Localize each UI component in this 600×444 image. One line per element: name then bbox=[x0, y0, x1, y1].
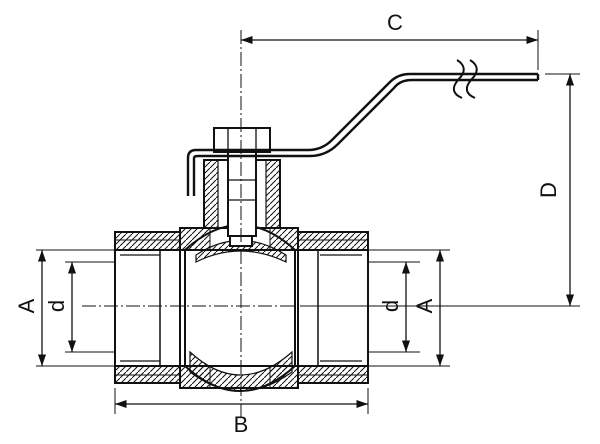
dimension-label-A-left: A bbox=[14, 298, 39, 313]
stem-assembly bbox=[203, 127, 281, 247]
dimension-label-A-right: A bbox=[412, 298, 437, 313]
dimension-label-B: B bbox=[234, 412, 249, 437]
body-section-hatching bbox=[114, 227, 369, 389]
extension-lines bbox=[36, 30, 580, 414]
dimension-label-d-right: d bbox=[378, 300, 403, 312]
dimension-lines bbox=[37, 35, 575, 409]
dimension-label-C: C bbox=[387, 10, 403, 35]
dimension-label-D: D bbox=[536, 182, 561, 198]
lever-handle bbox=[186, 59, 540, 196]
dimension-label-d-left: d bbox=[44, 300, 69, 312]
